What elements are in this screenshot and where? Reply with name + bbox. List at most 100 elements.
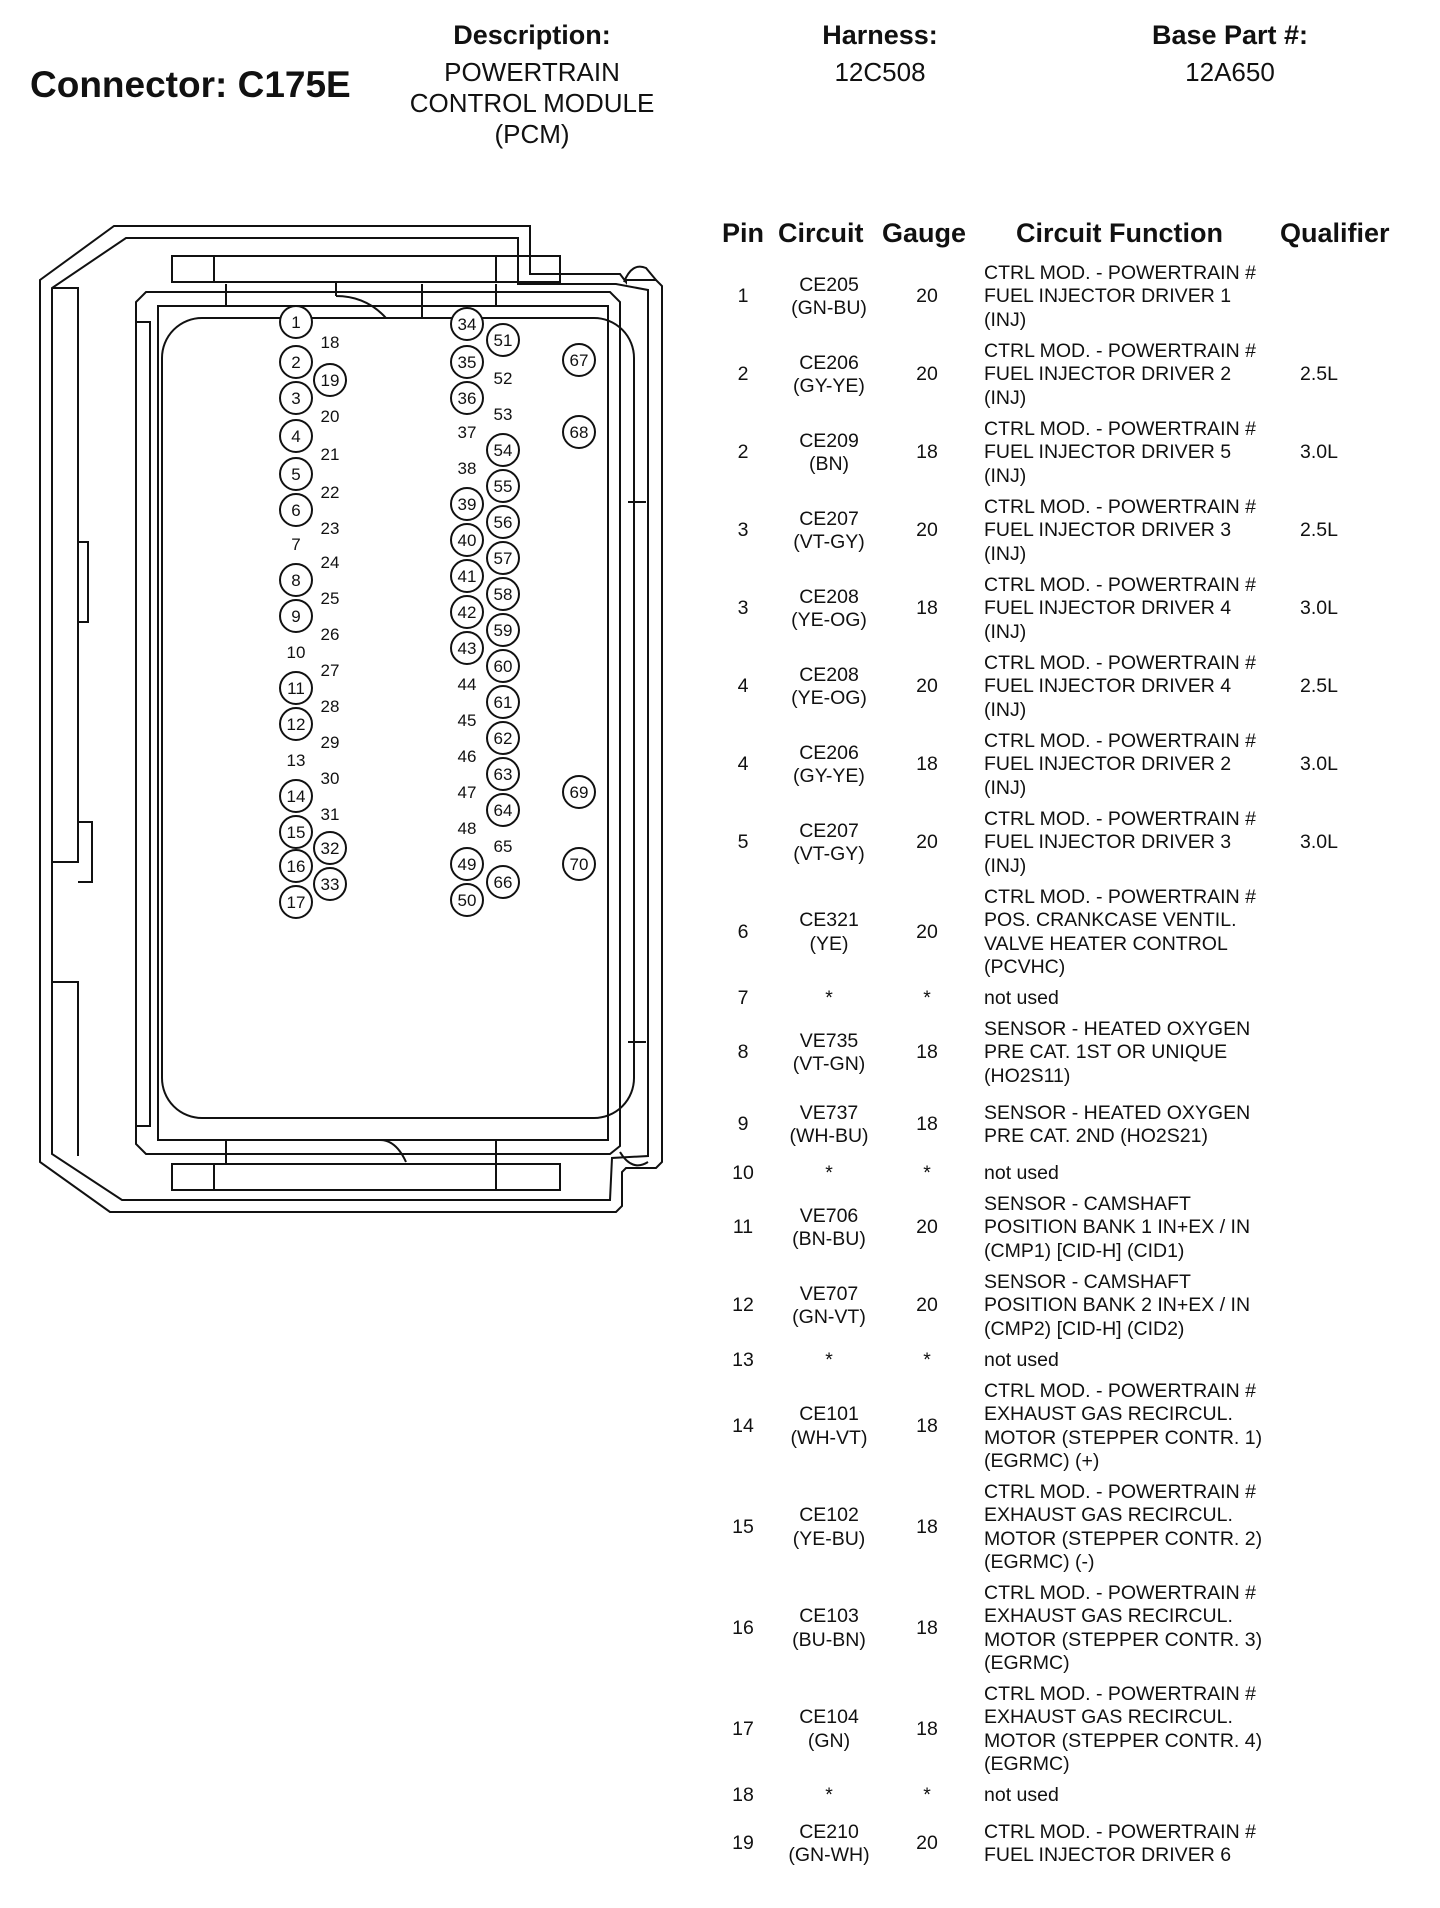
pin-label: 68: [570, 423, 589, 442]
pin-label: 40: [458, 531, 477, 550]
circuit-cell: CE209 (BN): [799, 429, 859, 476]
circled-pin: 50: [450, 883, 484, 917]
circuit-cell: VE737 (WH-BU): [789, 1101, 869, 1148]
pin-label: 9: [291, 607, 300, 626]
pin-number: 48: [458, 819, 477, 838]
circled-pin: 68: [562, 415, 596, 449]
harness-value: 12C508: [834, 57, 926, 87]
pin-label: 34: [458, 315, 477, 334]
pin-circle: [562, 775, 596, 809]
pin-label: 32: [321, 839, 340, 858]
col-circuit: Circuit: [778, 218, 864, 248]
pin-number: 31: [321, 805, 340, 824]
qualifier-cell: 2.5L: [1300, 519, 1338, 542]
harness-label: Harness:: [822, 20, 938, 50]
pin-circle: [486, 757, 520, 791]
gauge-cell: 18: [916, 1113, 938, 1136]
circled-pin: 64: [486, 793, 520, 827]
circled-pin: 58: [486, 577, 520, 611]
pin-circle: [279, 779, 313, 813]
circled-pin: 17: [279, 885, 313, 919]
function-cell: SENSOR - CAMSHAFT POSITION BANK 1 IN+EX …: [984, 1192, 1251, 1262]
function-cell: not used: [984, 986, 1059, 1009]
pin-label: 42: [458, 603, 477, 622]
connector-face-diagram: 1234568911121415161719323334353639404142…: [39, 225, 663, 1213]
function-cell: CTRL MOD. - POWERTRAIN # FUEL INJECTOR D…: [984, 1820, 1256, 1867]
pin-cell: 2: [737, 363, 749, 386]
base-part-value: 12A650: [1185, 57, 1275, 87]
pin-label: 21: [321, 445, 340, 464]
pin-label: 24: [321, 553, 340, 572]
pin-number: 7: [291, 535, 300, 554]
pin-circle: [562, 415, 596, 449]
pin-number: 23: [321, 519, 340, 538]
pin-label: 36: [458, 389, 477, 408]
pin-label: 64: [494, 801, 513, 820]
circled-pin: 33: [313, 867, 347, 901]
pin-label: 28: [321, 697, 340, 716]
pin-number: 25: [321, 589, 340, 608]
function-cell: CTRL MOD. - POWERTRAIN # POS. CRANKCASE …: [984, 885, 1256, 979]
description-value: POWERTRAIN CONTROL MODULE (PCM): [376, 57, 688, 150]
pin-circle: [313, 867, 347, 901]
circuit-cell: CE206 (GY-YE): [793, 351, 865, 398]
pin-cell: 8: [737, 1041, 749, 1064]
circled-pin: 41: [450, 559, 484, 593]
qualifier-cell: 2.5L: [1300, 363, 1338, 386]
circled-pin: 11: [279, 671, 313, 705]
circuit-cell: *: [825, 1161, 833, 1184]
col-qualifier: Qualifier: [1280, 218, 1390, 248]
circled-pin: 66: [486, 865, 520, 899]
circled-pin: 5: [279, 457, 313, 491]
description-line: (PCM): [494, 119, 570, 149]
pin-cell: 1: [737, 285, 749, 308]
function-cell: CTRL MOD. - POWERTRAIN # FUEL INJECTOR D…: [984, 651, 1256, 721]
pin-circle: [450, 345, 484, 379]
pin-label: 46: [458, 747, 477, 766]
pin-label: 12: [287, 715, 306, 734]
harness-block: Harness: 12C508: [780, 20, 980, 88]
pin-label: 50: [458, 891, 477, 910]
pin-circle: [486, 613, 520, 647]
circuit-cell: *: [825, 1783, 833, 1806]
pin-cell: 10: [732, 1161, 754, 1184]
circled-pin: 14: [279, 779, 313, 813]
pin-label: 67: [570, 351, 589, 370]
pin-circle: [450, 883, 484, 917]
description-label: Description:: [453, 20, 611, 50]
pin-cell: 3: [737, 597, 749, 620]
pin-label: 54: [494, 441, 513, 460]
qualifier-cell: 3.0L: [1300, 753, 1338, 776]
pin-circle: [450, 595, 484, 629]
base-part-block: Base Part #: 12A650: [1110, 20, 1350, 88]
circled-pin: 60: [486, 649, 520, 683]
circuit-cell: *: [825, 1348, 833, 1371]
pin-label: 20: [321, 407, 340, 426]
pin-label: 57: [494, 549, 513, 568]
description-line: POWERTRAIN: [444, 57, 620, 87]
pin-label: 63: [494, 765, 513, 784]
gauge-cell: 18: [916, 1717, 938, 1740]
pin-circle: [279, 493, 313, 527]
circuit-cell: CE208 (YE-OG): [791, 585, 867, 632]
circled-pin: 6: [279, 493, 313, 527]
circled-pin: 39: [450, 487, 484, 521]
pin-circle: [279, 849, 313, 883]
circuit-cell: CE103 (BU-BN): [792, 1605, 866, 1651]
qualifier-cell: 2.5L: [1300, 675, 1338, 698]
pin-number: 28: [321, 697, 340, 716]
function-cell: SENSOR - HEATED OXYGEN PRE CAT. 1ST OR U…: [984, 1017, 1251, 1087]
circuit-cell: CE104 (GN): [799, 1706, 859, 1752]
pin-number: 27: [321, 661, 340, 680]
circled-pin: 57: [486, 541, 520, 575]
circled-pin: 67: [562, 343, 596, 377]
pin-label: 52: [494, 369, 513, 388]
gauge-cell: 18: [916, 1515, 938, 1538]
